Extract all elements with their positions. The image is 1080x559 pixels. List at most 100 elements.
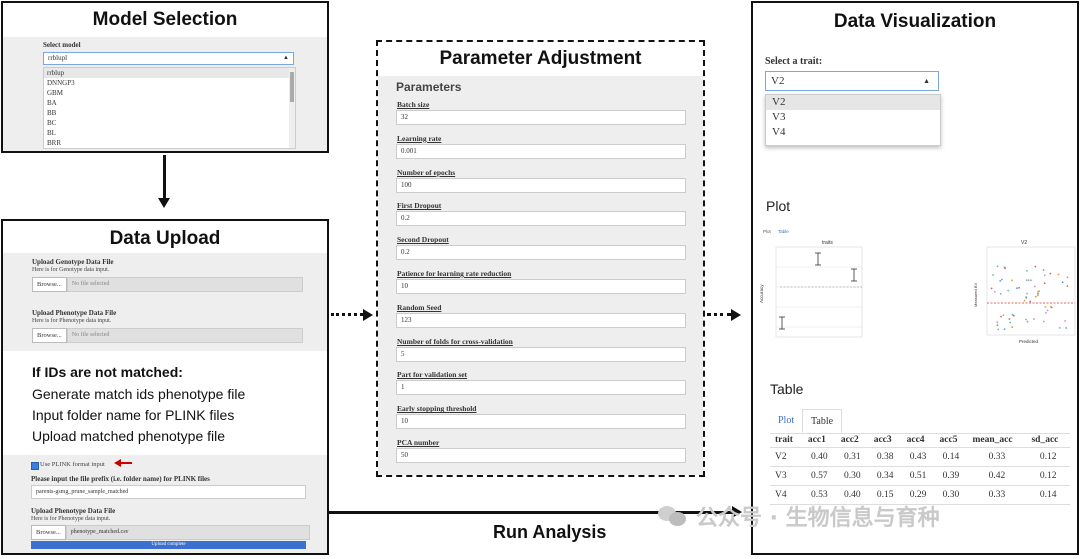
- param-input[interactable]: 1: [396, 380, 686, 396]
- model-option[interactable]: rrblup: [44, 68, 295, 78]
- scatter-point: [1025, 279, 1028, 281]
- run-analysis-label: Run Analysis: [493, 522, 607, 542]
- arrow-head-right-icon: [363, 309, 373, 321]
- left-plot-title: traits: [822, 240, 833, 246]
- table-header-cell: acc2: [835, 433, 869, 448]
- scatter-point: [999, 280, 1002, 282]
- param-input[interactable]: 0.001: [396, 143, 686, 159]
- table-heading: Table: [770, 381, 804, 397]
- table-panel-table-tab[interactable]: Table: [802, 409, 843, 433]
- scatter-point: [1044, 306, 1047, 308]
- visualization-title: Data Visualization: [833, 11, 997, 32]
- matched-browse-button[interactable]: Browse...: [31, 525, 66, 540]
- model-option[interactable]: BL: [47, 129, 56, 137]
- right-plot-xlabel: Predicted: [1019, 339, 1039, 344]
- model-option[interactable]: GBM: [47, 89, 63, 97]
- watermark-text: 公众号 · 生物信息与育种: [696, 506, 940, 531]
- scatter-point: [1011, 313, 1014, 316]
- model-select[interactable]: rrblupl ▲: [43, 52, 294, 65]
- scatter-point: [1066, 276, 1069, 279]
- param-label: Early stopping threshold: [397, 404, 477, 414]
- model-option[interactable]: BB: [47, 109, 57, 117]
- scatter-point: [996, 265, 999, 268]
- trait-option[interactable]: V3: [772, 111, 786, 123]
- plink-prefix-input[interactable]: parents-gsmg_prune_sample_matched: [31, 485, 306, 499]
- scatter-point: [1003, 328, 1006, 330]
- arrow-run-analysis: [329, 511, 734, 514]
- table-cell: 0.14: [1026, 485, 1070, 505]
- param-label: Number of epochs: [397, 167, 456, 177]
- param-input[interactable]: 5: [396, 346, 686, 362]
- scatter-point: [1058, 327, 1061, 329]
- scatter-point: [1045, 312, 1047, 314]
- plot-tab[interactable]: Plot: [763, 229, 771, 234]
- plot-heading: Plot: [766, 198, 791, 214]
- param-input[interactable]: 10: [396, 279, 686, 294]
- upload-progress-bar: Upload complete: [31, 541, 306, 549]
- phenotype-help-text: Here is for Phenotype data input.: [32, 318, 112, 324]
- table-cell: 0.53: [802, 485, 836, 505]
- table-header-cell: acc3: [868, 433, 902, 448]
- phenotype-upload-label: Upload Phenotype Data File: [32, 309, 117, 317]
- model-option[interactable]: BC: [47, 119, 57, 127]
- model-option[interactable]: BA: [47, 99, 57, 107]
- mismatch-title: If IDs are not matched:: [32, 364, 183, 380]
- param-input[interactable]: 10: [396, 414, 686, 430]
- model-selection-title: Model Selection: [92, 9, 238, 30]
- parameter-panel: Parameter Adjustment Parameters Batch si…: [376, 40, 705, 477]
- accuracy-plot: traits Accuracy: [759, 240, 863, 338]
- param-input[interactable]: 50: [396, 448, 686, 463]
- param-input[interactable]: 123: [396, 312, 686, 328]
- table-cell: 0.29: [901, 485, 935, 505]
- scatter-point: [1049, 305, 1052, 308]
- model-selection-panel: Model Selection Select model rrblupl ▲ r…: [1, 1, 329, 153]
- param-label: First Dropout: [397, 201, 442, 211]
- scatter-point: [1030, 279, 1032, 282]
- arrow-head-right-icon: [731, 309, 741, 321]
- genotype-browse-button[interactable]: Browse...: [32, 277, 67, 292]
- param-input[interactable]: 0.2: [396, 245, 686, 261]
- trait-select[interactable]: V2 ▲: [765, 71, 939, 91]
- table-header-cell: acc4: [901, 433, 935, 448]
- plink-checkbox[interactable]: [31, 462, 39, 470]
- prediction-scatter-plot: V2 Measured BV Predicted: [973, 240, 1076, 344]
- table-cell: 0.30: [835, 466, 869, 486]
- matched-file-name: phenotype_matched.csv: [65, 525, 310, 540]
- model-option[interactable]: BRR: [47, 139, 62, 147]
- table-cell: 0.12: [1026, 447, 1070, 467]
- matched-upload-label: Upload Phenotype Data File: [31, 507, 116, 515]
- genotype-file-input: Browse... No file selected: [32, 277, 303, 292]
- scatter-point: [1066, 285, 1069, 287]
- scatter-point: [1034, 265, 1037, 268]
- errorbar: [815, 252, 821, 266]
- trait-option[interactable]: V2: [766, 95, 940, 110]
- arrow-model-to-upload: [163, 155, 166, 200]
- table-cell: 0.34: [868, 466, 902, 486]
- table-header-cell: trait: [770, 433, 803, 448]
- mismatch-line: Input folder name for PLINK files: [32, 407, 235, 423]
- param-input[interactable]: 0.2: [396, 211, 686, 227]
- trait-option[interactable]: V4: [772, 126, 786, 138]
- table-header-cell: sd_acc: [1026, 433, 1070, 448]
- param-input[interactable]: 100: [396, 177, 686, 193]
- scatter-point: [1000, 315, 1002, 318]
- dropdown-scrollbar[interactable]: [289, 68, 295, 148]
- scatter-point: [1064, 320, 1066, 322]
- table-tab[interactable]: Table: [778, 229, 789, 234]
- genotype-file-name: No file selected: [66, 277, 303, 292]
- table-cell: 0.40: [835, 485, 869, 505]
- phenotype-browse-button[interactable]: Browse...: [32, 328, 67, 343]
- model-option[interactable]: DNNGP3: [47, 79, 75, 87]
- trait-select-value: V2: [771, 75, 785, 87]
- wechat-icon: [658, 504, 688, 528]
- table-cell: 0.51: [901, 466, 935, 486]
- param-input[interactable]: 32: [396, 110, 686, 125]
- scatter-point: [1042, 320, 1045, 323]
- table-panel-plot-tab[interactable]: Plot: [778, 415, 795, 426]
- arrow-head-down-icon: [158, 198, 170, 208]
